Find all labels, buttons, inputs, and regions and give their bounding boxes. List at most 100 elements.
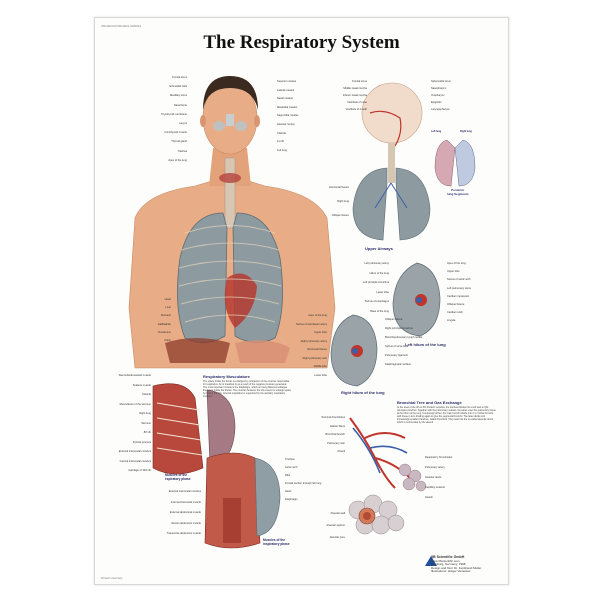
right-hilum-diagram [330, 314, 378, 387]
musc-left-label: Sternum [141, 421, 151, 425]
musc-right-label: Ribs [285, 474, 291, 477]
gas-left-label: Bronchial branch [325, 433, 345, 436]
poster-code: VR1322UU/VR1322L 09/2014 [101, 24, 142, 28]
right-hilum-right-label: Diaphragmatic surface [385, 363, 411, 366]
main-lower-left-label: Stomach [160, 314, 171, 318]
respiratory-poster: VR1322UU/VR1322L 09/2014 The Respiratory… [94, 17, 509, 585]
airways-right-label: Sphenoidal sinus [431, 80, 451, 83]
musc-right-label: Aortic arch [285, 466, 298, 469]
main-right-label: Mastoidal meatus [277, 105, 298, 109]
musc-left-label: Scalene muscle [132, 383, 151, 387]
main-right-label: Alveolar recess [277, 123, 295, 126]
publisher-brand: 3B Scientific GmbH [431, 555, 465, 559]
airways-lobe-label: Oblique fissure [331, 214, 349, 217]
inspiratory-lung [254, 457, 281, 537]
left-hilum-right-label: Apex of the lung [447, 262, 466, 265]
airways-left-label: Middle nasal concha [343, 87, 367, 90]
airways-right-label: Nasopharynx [431, 87, 447, 90]
right-hilum-left-label: Right pulmonary artery [300, 339, 327, 343]
left-hilum-left-label: Lower lobe [376, 290, 389, 294]
section-upper-airways: Upper Airways [365, 246, 393, 251]
main-left-label: Larynx [179, 122, 187, 125]
musc-lower-left-label: External abdominal muscle [169, 511, 201, 514]
main-right-label: Superior meatus [277, 80, 297, 83]
left-hilum-left-label: Base of the lung [370, 309, 389, 313]
main-right-label: Left lung [277, 148, 287, 152]
alveolus-inner [363, 512, 371, 520]
section-expiratory-muscles: Muscles of the expiratory phase [165, 473, 191, 481]
musculature-paragraph: The space inside the thorax is enlarged … [203, 380, 291, 398]
section-posterior-segments: Posterior lung Segments [447, 188, 469, 196]
ribcage [178, 225, 282, 323]
main-left-label: Ethmoidal cells [169, 85, 187, 89]
main-left-label: Nasal bone [173, 103, 187, 107]
stomach [235, 340, 290, 363]
right-hilum-left-label: Right pulmonary vein [302, 356, 327, 360]
publisher-line-3: Design and Text: Dr. Ferdinand Muller [431, 565, 482, 570]
posterior-left-lung [434, 139, 456, 187]
airways-left-label: Vestibule of mouth [345, 108, 367, 111]
musc-lower-left-label: Internal intercostal muscle [170, 500, 201, 504]
left-hilum-right-label: Upper lobe [447, 270, 460, 274]
nasal-cavity [226, 114, 234, 126]
label-right-lung-small: Right lung [460, 130, 472, 133]
gas-left-label: Alveoli [337, 450, 345, 453]
ear-right [254, 115, 260, 127]
expiratory-ribs [156, 402, 203, 456]
gas-lower-left-label: Alveolar wall [330, 512, 345, 515]
right-hilum-right-label: Right principle bronchus [385, 327, 413, 330]
main-lower-left-label: Gallbladder [157, 322, 171, 326]
musc-right-label: Trachea [285, 458, 295, 461]
left-hilum-right-label: Sulcus of aortic arch [447, 278, 471, 282]
gas-right-label: Alveolar ducts [425, 476, 442, 479]
left-hilum-left-label: Left principle bronchus [362, 281, 389, 284]
airways-right-label: Oropharynx [431, 94, 445, 97]
left-hilum-right-label: Lingula [447, 319, 456, 323]
airways-lobe-label: Horizontal fissure [328, 186, 349, 189]
left-hilum-right-label: Cardiac impression [447, 294, 470, 298]
right-hilum-left-label: Middle lobe [313, 365, 327, 368]
section-gas-exchange: Bronchial Tree and Gas Exchange [397, 400, 462, 405]
musc-lower-left-label: External intercostal muscles [168, 490, 201, 493]
airways-left-label: Frontal sinus [352, 80, 367, 83]
gas-right-label: Alveoli [425, 496, 433, 499]
airway-left-lung [395, 167, 431, 241]
maxillary-sinus-right [235, 121, 247, 131]
musc-left-label: Clavicle [141, 393, 151, 396]
right-hilum-left-label: Upper lobe [314, 331, 327, 334]
airway-right-lung [352, 167, 388, 241]
airways-left-label: Vestibule of nose [347, 101, 367, 104]
trachea [224, 157, 236, 229]
publisher-block: 3B Scientific GmbH www.3bscientific.com … [431, 555, 482, 574]
right-hilum-right-label: Oblique fissure [385, 318, 403, 321]
airways-right-label: Epiglottis [431, 101, 442, 104]
musc-left-label: Pylonal process [132, 440, 151, 444]
musc-left-label: Cartilage of 10th rib [128, 469, 151, 472]
main-right-label: Clavicle [277, 131, 287, 135]
publisher-line-2: Hamburg, Germany, 1998 [431, 562, 466, 567]
poster-footer: Printed in Germany [101, 577, 123, 580]
main-left-label: Thyrohyoid membrane [161, 112, 187, 116]
musculature-diagrams [152, 383, 281, 549]
pulmonary-vein-branches [352, 427, 408, 474]
musc-left-label: Sternocleidomastoid muscle [118, 374, 151, 377]
publisher-line-1: www.3bscientific.com [431, 558, 460, 563]
gas-right-label: Pulmonary artery [425, 466, 445, 469]
posterior-right-lung [454, 139, 476, 187]
musc-lower-left-label: Rectus abdominis muscle [171, 521, 201, 525]
right-hilum-left-label: Apex of the lung [308, 314, 327, 317]
main-right-label: Sagmoidal meatus [277, 114, 299, 118]
rectus-abdominis [223, 498, 241, 543]
right-hilum-left-label: Sulcus of subclavian artery [296, 322, 327, 326]
airways-right-label: Laryngopharynx [431, 108, 450, 111]
gas-exchange-diagram [348, 417, 427, 535]
main-lower-left-label: Liver [165, 306, 171, 310]
main-lower-left-label: Heart [164, 298, 171, 301]
right-hilum-vein [352, 348, 358, 354]
section-right-hilum: Right hilum of the lung [341, 390, 385, 395]
right-hilum-right-label: Sulcus of vena cava [385, 345, 409, 348]
airways-lobe-label: Right lung [337, 200, 349, 203]
left-hilum-right-label: Cardiac notch [447, 311, 464, 315]
musc-right-label: Diaphragm [285, 498, 298, 501]
musc-left-label: Internal intercostal muscles [119, 459, 151, 463]
